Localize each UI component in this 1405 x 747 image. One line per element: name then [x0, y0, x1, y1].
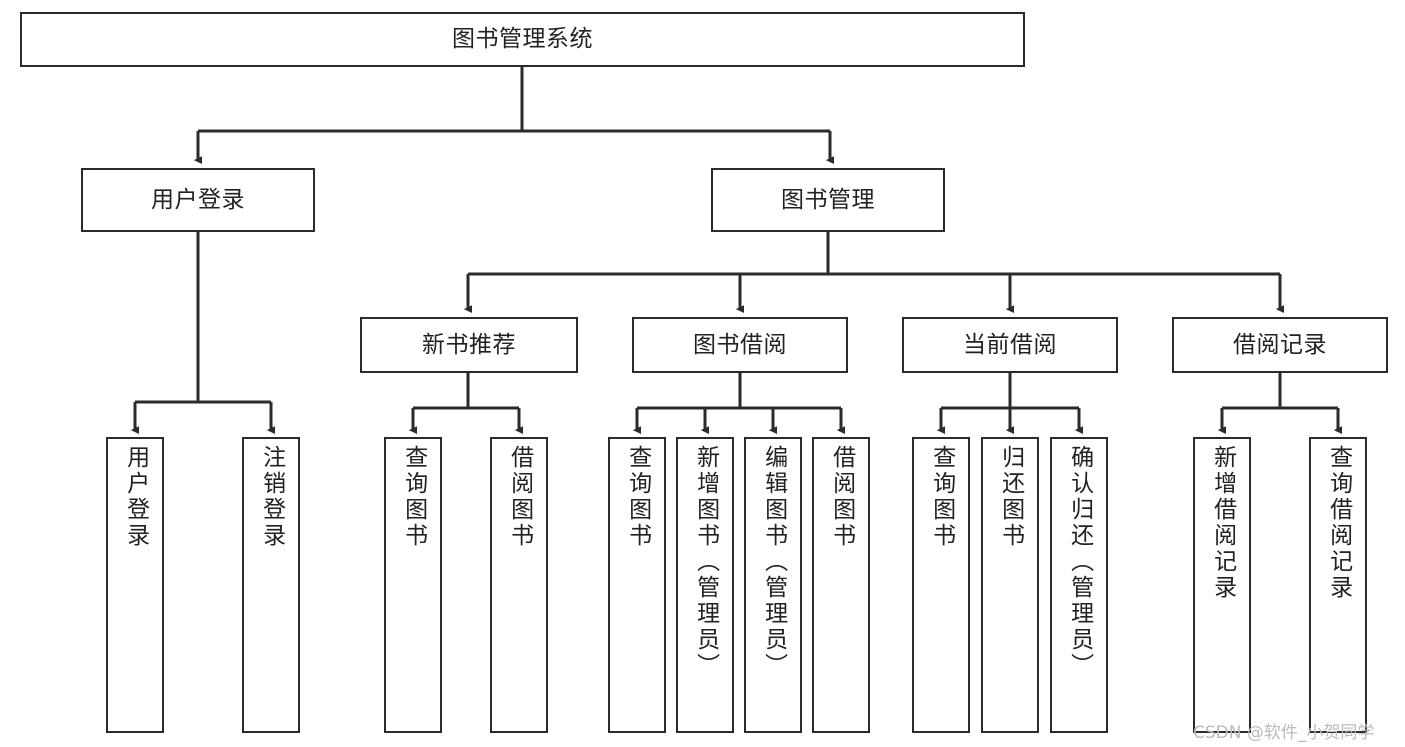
node-root-system[interactable]: 图书管理系统 [20, 12, 1025, 67]
node-label: 新增图书（管理员） [692, 445, 719, 679]
node-leaf-query-book-current[interactable]: 查询图书 [912, 437, 970, 733]
node-leaf-query-book-borrow[interactable]: 查询图书 [608, 437, 666, 733]
node-label: 图书管理系统 [452, 26, 593, 53]
node-label: 借阅图书 [828, 445, 855, 549]
node-current-borrow[interactable]: 当前借阅 [902, 317, 1118, 373]
node-leaf-query-borrow-record[interactable]: 查询借阅记录 [1309, 437, 1367, 733]
node-user-login[interactable]: 用户登录 [81, 168, 315, 232]
node-leaf-user-logout[interactable]: 注销登录 [242, 437, 300, 733]
node-label: 注销登录 [258, 445, 285, 549]
node-label: 新增借阅记录 [1209, 445, 1236, 601]
node-label: 查询借阅记录 [1325, 445, 1352, 601]
node-label: 图书管理 [781, 186, 875, 213]
node-leaf-confirm-return-admin[interactable]: 确认归还（管理员） [1050, 437, 1108, 733]
node-leaf-edit-book-admin[interactable]: 编辑图书（管理员） [744, 437, 802, 733]
node-label: 归还图书 [997, 445, 1024, 549]
node-leaf-user-login[interactable]: 用户登录 [106, 437, 164, 733]
node-label: 用户登录 [151, 186, 245, 213]
node-label: 编辑图书（管理员） [760, 445, 787, 679]
node-borrow-records[interactable]: 借阅记录 [1172, 317, 1388, 373]
node-label: 查询图书 [400, 445, 427, 549]
node-label: 查询图书 [624, 445, 651, 549]
node-book-management[interactable]: 图书管理 [711, 168, 945, 232]
node-label: 当前借阅 [963, 331, 1057, 358]
csdn-watermark: CSDN @软件_小贺同学 [1193, 723, 1375, 743]
node-leaf-add-book-admin[interactable]: 新增图书（管理员） [676, 437, 734, 733]
node-new-book-recommend[interactable]: 新书推荐 [360, 317, 578, 373]
node-leaf-borrow-book[interactable]: 借阅图书 [812, 437, 870, 733]
node-label: 借阅记录 [1233, 331, 1327, 358]
node-label: 查询图书 [928, 445, 955, 549]
node-label: 借阅图书 [506, 445, 533, 549]
node-label: 确认归还（管理员） [1066, 445, 1093, 679]
node-leaf-borrow-book-recommend[interactable]: 借阅图书 [490, 437, 548, 733]
node-label: 用户登录 [122, 445, 149, 549]
node-label: 新书推荐 [422, 331, 516, 358]
node-leaf-return-book[interactable]: 归还图书 [981, 437, 1039, 733]
node-book-borrow[interactable]: 图书借阅 [632, 317, 848, 373]
node-leaf-query-book-recommend[interactable]: 查询图书 [384, 437, 442, 733]
node-leaf-add-borrow-record[interactable]: 新增借阅记录 [1193, 437, 1251, 733]
node-label: 图书借阅 [693, 331, 787, 358]
